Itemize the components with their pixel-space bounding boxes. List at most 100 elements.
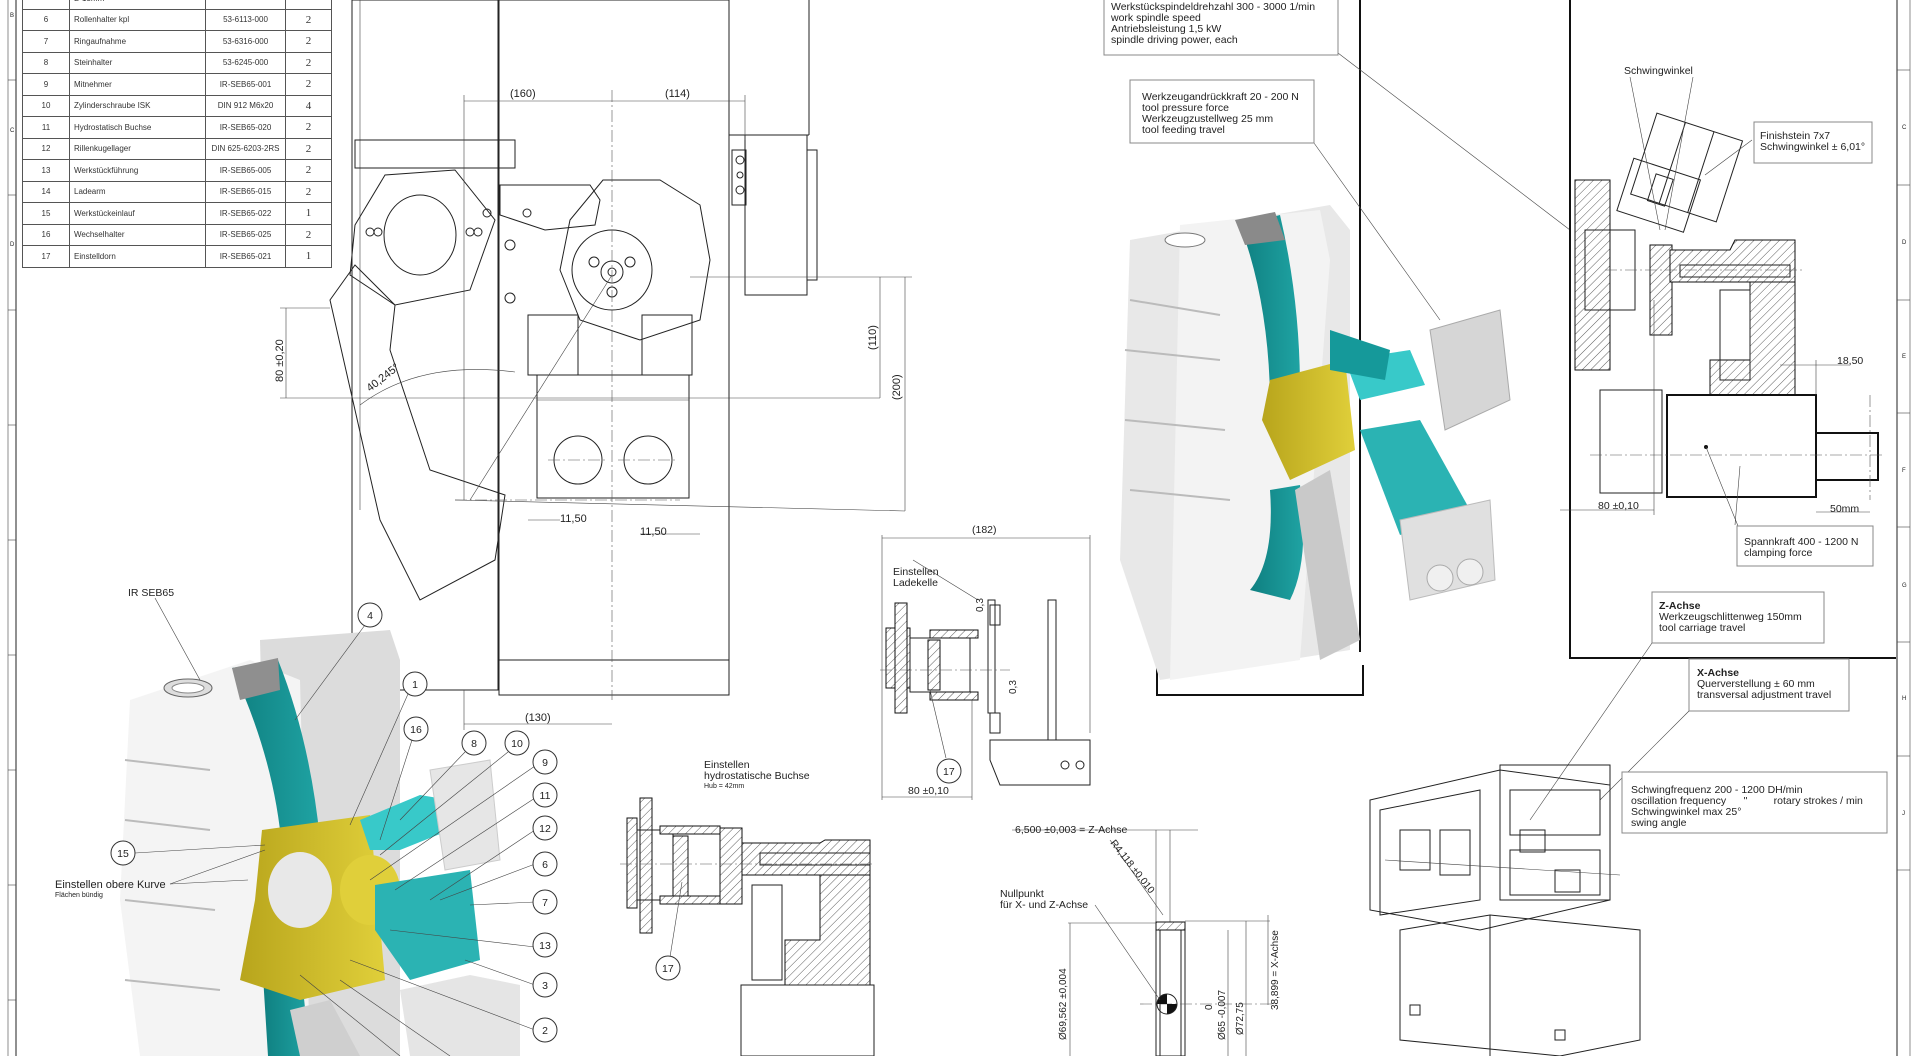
balloon bbox=[504, 730, 530, 756]
parts-list-table: B-15mm6Rollenhalter kpl53-6113-00027Ring… bbox=[22, 0, 332, 268]
callout-text: Spannkraft 400 - 1200 N bbox=[1744, 536, 1858, 548]
balloon bbox=[532, 851, 558, 877]
parts-cell-description: Steinhalter bbox=[69, 51, 206, 74]
balloon-label: 15 bbox=[117, 848, 129, 860]
callout-finishstein: Finishstein 7x7 Schwingwinkel ± 6,01° bbox=[1753, 121, 1873, 164]
parts-cell-part-no: IR-SEB65-005 bbox=[205, 159, 286, 182]
parts-cell-description: Ringaufnahme bbox=[69, 30, 206, 53]
dim-110: (110) bbox=[867, 325, 879, 350]
parts-cell-qty: 2 bbox=[285, 180, 332, 203]
callout-text: Werkstückspindeldrehzahl 300 - 3000 1/mi… bbox=[1111, 1, 1315, 13]
parts-cell-pos: 11 bbox=[22, 116, 70, 139]
parts-cell-part-no: 53-6316-000 bbox=[205, 30, 286, 53]
dim-18-50: 18,50 bbox=[1837, 355, 1863, 367]
callout-spindle: Werkstückspindeldrehzahl 300 - 3000 1/mi… bbox=[1103, 0, 1339, 56]
balloon bbox=[403, 716, 429, 742]
callout-text: Antriebsleistung 1,5 kW bbox=[1111, 23, 1221, 35]
parts-cell-part-no: DIN 912 M6x20 bbox=[205, 94, 286, 117]
dim-0-3: 0,3 bbox=[1008, 680, 1019, 694]
parts-cell-part-no: IR-SEB65-021 bbox=[205, 245, 286, 268]
callout-text: Schwingwinkel max 25° bbox=[1631, 806, 1741, 818]
zone-letter: C bbox=[1902, 125, 1907, 131]
balloon bbox=[402, 671, 428, 697]
sheet-border bbox=[7, 0, 1911, 1056]
zone-letter: D bbox=[10, 242, 15, 248]
zone-letter: D bbox=[1902, 240, 1907, 246]
callout-tool: Werkzeugandrückkraft 20 - 200 N tool pre… bbox=[1129, 79, 1315, 144]
balloon-label: 10 bbox=[511, 738, 523, 750]
dim-dia-65-tol: 0 bbox=[1204, 1004, 1215, 1010]
callout-text: Schwingwinkel ± 6,01° bbox=[1760, 141, 1865, 153]
dim-80-020: 80 ±0,20 bbox=[274, 339, 286, 382]
parts-cell-qty: 4 bbox=[285, 94, 332, 117]
parts-cell-pos: 9 bbox=[22, 73, 70, 96]
parts-cell-pos: 7 bbox=[22, 30, 70, 53]
callout-text: tool carriage travel bbox=[1659, 622, 1745, 634]
parts-cell-pos: 17 bbox=[22, 245, 70, 268]
balloon bbox=[532, 749, 558, 775]
parts-cell-part-no: IR-SEB65-001 bbox=[205, 73, 286, 96]
callout-text: work spindle speed bbox=[1110, 12, 1201, 24]
parts-cell-part-no: IR-SEB65-015 bbox=[205, 180, 286, 203]
angle-40-245: 40,245° bbox=[364, 361, 401, 394]
parts-cell-qty: 2 bbox=[285, 159, 332, 182]
balloon-17 bbox=[655, 955, 681, 981]
balloon-label: 12 bbox=[539, 823, 551, 835]
balloon-label: 17 bbox=[943, 766, 955, 778]
zone-letter: H bbox=[1902, 696, 1906, 702]
balloon-label: 13 bbox=[539, 940, 551, 952]
parts-cell-part-no bbox=[205, 0, 286, 10]
parts-cell-part-no: IR-SEB65-025 bbox=[205, 223, 286, 246]
parts-cell-qty: 2 bbox=[285, 137, 332, 160]
dim-z-axis: 6,500 ±0,003 = Z-Achse bbox=[1015, 824, 1127, 836]
dim-11-50: 11,50 bbox=[640, 526, 667, 538]
balloon bbox=[532, 889, 558, 915]
ladekelle-label: Einstellen bbox=[893, 566, 939, 578]
dim-dia-69: Ø69,562 ±0,004 bbox=[1058, 968, 1069, 1040]
callout-text: Finishstein 7x7 bbox=[1760, 130, 1830, 142]
zone-letter: J bbox=[1902, 811, 1905, 817]
parts-cell-description: B-15mm bbox=[69, 0, 206, 10]
adjust-label: Einstellen obere Kurve bbox=[55, 879, 166, 891]
parts-cell-pos: 16 bbox=[22, 223, 70, 246]
ladekelle-detail: Einstellen Ladekelle (182) 0,3 0,3 17 80… bbox=[880, 524, 1091, 800]
parts-cell-pos: 6 bbox=[22, 8, 70, 31]
parts-cell-qty: 1 bbox=[285, 245, 332, 268]
balloon bbox=[532, 932, 558, 958]
dim-radius: R4,118 ±0,010 bbox=[1108, 838, 1157, 896]
callout-text: Werkzeugschlittenweg 150mm bbox=[1659, 611, 1802, 623]
parts-cell-qty: 2 bbox=[285, 223, 332, 246]
buchse-sub: Hub = 42mm bbox=[704, 783, 744, 790]
balloon-label: 9 bbox=[542, 757, 548, 769]
zone-letter: C bbox=[10, 128, 15, 134]
balloon-label: 3 bbox=[542, 980, 548, 992]
dim-182: (182) bbox=[972, 524, 997, 536]
dim-11-50: 11,50 bbox=[560, 513, 587, 525]
machine-overview bbox=[1369, 764, 1641, 1056]
dim-0-3: 0,3 bbox=[975, 598, 986, 612]
parts-cell-part-no: IR-SEB65-022 bbox=[205, 202, 286, 225]
parts-cell-part-no: 53-6113-000 bbox=[205, 8, 286, 31]
balloon-label: 11 bbox=[540, 790, 551, 802]
parts-cell-description: Hydrostatisch Buchse bbox=[69, 116, 206, 139]
dim-dia-65: Ø65 -0,007 bbox=[1217, 990, 1228, 1040]
balloon-label: 7 bbox=[542, 897, 548, 909]
parts-cell-pos: 14 bbox=[22, 180, 70, 203]
callout-x-axis: X-Achse Querverstellung ± 60 mm transver… bbox=[1599, 658, 1850, 801]
dim-130: (130) bbox=[525, 712, 551, 724]
parts-cell-pos: 15 bbox=[22, 202, 70, 225]
front-view: (160) (114) (110) (200) 80 ±0,20 40,245°… bbox=[274, 0, 912, 730]
nullpunkt-label: Nullpunkt bbox=[1000, 888, 1044, 900]
parts-cell-part-no: IR-SEB65-020 bbox=[205, 116, 286, 139]
adjust-sub: Flächen bündig bbox=[55, 892, 103, 899]
parts-cell-pos: 12 bbox=[22, 137, 70, 160]
iso-view-lower: IR SEB65 Einstellen obere Kurve Flächen … bbox=[55, 587, 536, 1056]
dim-114: (114) bbox=[665, 88, 690, 100]
parts-cell-pos: 10 bbox=[22, 94, 70, 117]
